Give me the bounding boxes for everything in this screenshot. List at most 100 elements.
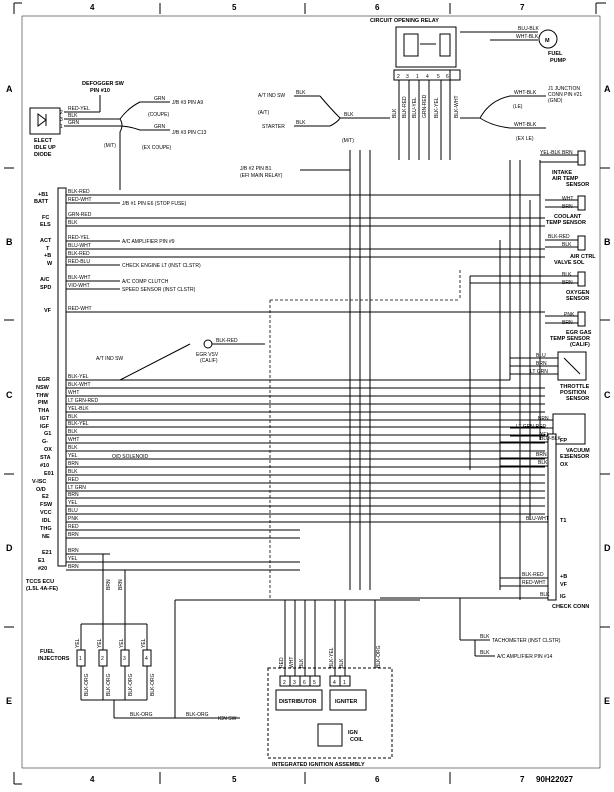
wire-label: BLU [68, 508, 78, 514]
relay-pins: 2 3 1 4 5 6 [397, 74, 449, 80]
sensor-title: AIR TEMP [552, 176, 579, 182]
row-c-right: C [604, 390, 611, 400]
sensor-title: TEMP SENSOR [550, 336, 590, 342]
wire-label: BRN [68, 548, 79, 554]
wire-label: WHT-BLK [516, 34, 539, 40]
egr-vsv-title: (CALIF) [200, 358, 218, 364]
wire-label: WHT-BLK [514, 122, 537, 128]
dest-label: (GND) [548, 98, 563, 104]
dest-label: A/C AMPLIFIER PIN #9 [122, 239, 175, 245]
sensor-title: COOLANT [554, 214, 582, 220]
ecu-wire-labels: BLK-RED RED-WHT GRN-RED BLK RED-YEL BLU-… [68, 189, 98, 570]
wire-label: RED-YEL [68, 106, 90, 112]
ign-coil-box [317, 723, 343, 747]
wire-label: WHT-BLK [514, 90, 537, 96]
check-conn-title: CHECK CONN [552, 604, 589, 610]
ecu-pin-label: E01 [44, 471, 54, 477]
ecu-pin-label: ACT [40, 238, 52, 244]
variant-label: (COUPE) [148, 112, 169, 118]
row-a-left: A [6, 84, 13, 94]
ecu-pin-label: G- [42, 439, 48, 445]
dest-label: STARTER [262, 124, 285, 130]
wire-label: YEL [68, 556, 78, 562]
ecu-destinations: J/B #1 PIN E6 (STOP FUSE) A/C AMPLIFIER … [112, 201, 201, 460]
pin-number: 6 [446, 74, 449, 80]
column-numbers-bottom: 4 5 6 7 90H22027 [13, 772, 573, 785]
wire-label: YEL [141, 638, 147, 648]
sensor-title: SENSOR [566, 454, 589, 460]
sensor-title: SENSOR [566, 182, 589, 188]
wire-label: YEL [540, 432, 550, 438]
frame [21, 15, 601, 769]
ecu-pin-label: W [47, 261, 53, 267]
dest-label: A/C AMPLIFIER PIN #14 [497, 654, 553, 660]
wire-label: BLK [339, 658, 345, 668]
wire-label: RED-WHT [68, 306, 92, 312]
variant-label: (A/T) [258, 110, 269, 116]
wire-label: BLK [480, 634, 490, 640]
ecu-pin-label: T [46, 246, 50, 252]
egr-vsv-title: EGR VSV [196, 352, 219, 358]
defogger-label: PIN #10 [90, 88, 110, 94]
wire-label: BRN [536, 361, 547, 367]
ecu-pin-label: VF [44, 308, 52, 314]
injector-number: 3 [123, 656, 126, 662]
pin-number: 4 [333, 680, 336, 686]
wire-label: BLK-ORG [150, 673, 156, 696]
wire-label: BLK-ORG [106, 673, 112, 696]
ecu-pin-label: E2 [42, 494, 49, 500]
dest-label: TACHOMETER (INST CLSTR) [492, 638, 561, 644]
wire-label: PNK [564, 312, 575, 318]
ecu-pin-label: E1 [38, 558, 45, 564]
injector-number: 1 [79, 656, 82, 662]
wire-label: BLK-ORG [186, 712, 209, 718]
row-a-right: A [604, 84, 611, 94]
air-control-valve-sol: BLK-RED BLK AIR CTRL VALVE SOL [545, 234, 596, 266]
relay-title: CIRCUIT OPENING RELAY [370, 18, 439, 24]
wire-label: YEL [97, 638, 103, 648]
wire-label: BLK [68, 414, 78, 420]
wire-label: LT GRN-RED [516, 424, 546, 430]
dest-label: (EFI MAIN RELAY) [240, 173, 283, 179]
ecu-pin-label: THW [36, 393, 49, 399]
ecu-pin-label: V-ISC [32, 479, 46, 485]
pin-number: 3 [406, 74, 409, 80]
ecu-pin-label: FC [42, 215, 49, 221]
wire-label: RED [68, 477, 79, 483]
wire-label: BLK [562, 272, 572, 278]
ecu-wires [66, 194, 545, 571]
wire-label: BLK [562, 242, 572, 248]
wire-label: BLK-YEL [68, 374, 89, 380]
ecu-pin-label: PIM [38, 400, 48, 406]
wire-label: BLK-RED [68, 251, 90, 257]
wire-label: BLK [392, 108, 398, 118]
ecu-pin-label: EGR [38, 377, 50, 383]
ecu-pin-label: STA [40, 455, 51, 461]
sensor-title: VACUUM [566, 448, 590, 454]
pin-label: +B [560, 574, 567, 580]
wire-label: BRN [562, 150, 573, 156]
coil-label: IGN [348, 730, 358, 736]
wire-label: BLK [68, 429, 78, 435]
sensor-title: POSITION [560, 390, 586, 396]
col-4-top: 4 [90, 3, 95, 12]
wire-label: BLU-YEL [412, 97, 418, 118]
col-5-top: 5 [232, 3, 237, 12]
wire-label: RED-YEL [68, 235, 90, 241]
ecu-pin-label: BATT [34, 199, 49, 205]
wire-label: BLK [540, 592, 550, 598]
pin-number: 3 [60, 117, 63, 123]
dest-label: O/D SOLENOID [112, 454, 149, 460]
col-7-top: 7 [520, 3, 525, 12]
wire-label: GRN-RED [68, 212, 92, 218]
dest-label: SPEED SENSOR (INST CLSTR) [122, 287, 196, 293]
wire-label: GRN [154, 96, 166, 102]
dest-label: A/T IND SW [96, 356, 123, 362]
wire-label: VIO-WHT [68, 283, 90, 289]
wire-label: WHT [289, 657, 295, 668]
dest-label: IGN SW [218, 716, 237, 722]
wire-label: BLK [68, 113, 78, 119]
wire-label: BLK [68, 445, 78, 451]
